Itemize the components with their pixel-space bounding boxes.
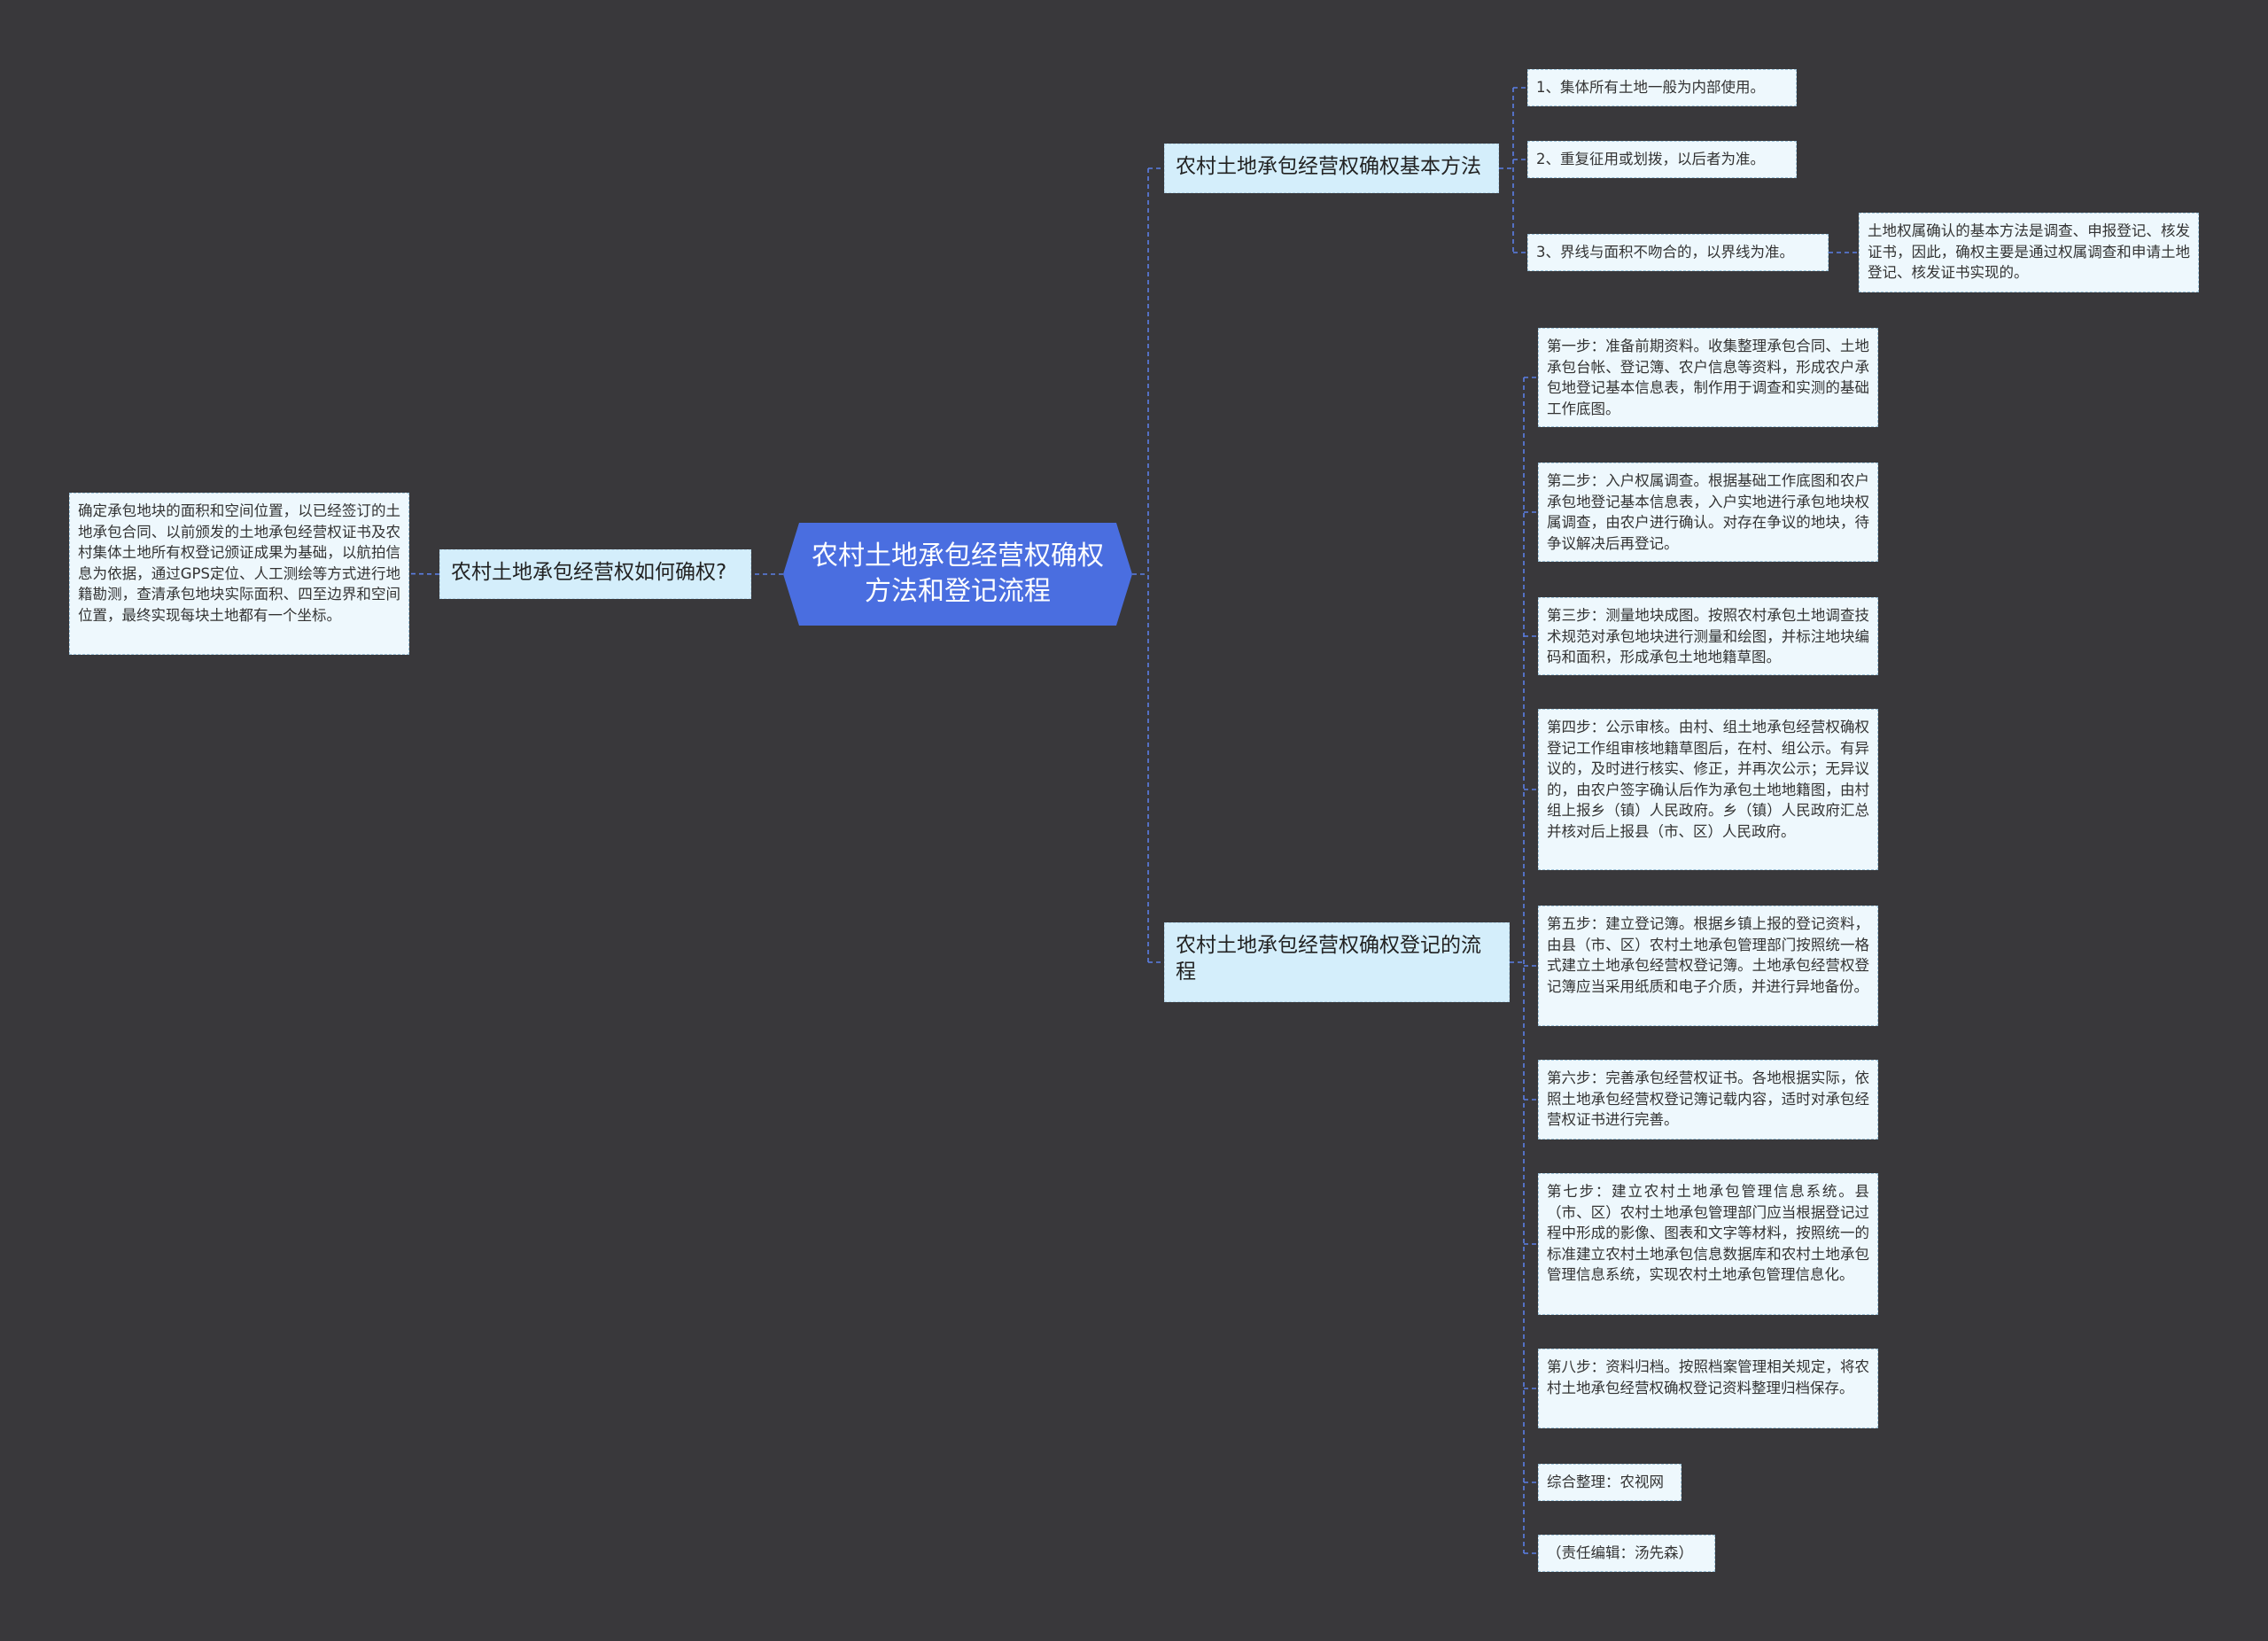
root-topic-label: 农村土地承包经营权确权方法和登记流程	[812, 541, 1104, 607]
process-step[interactable]: 第一步：准备前期资料。收集整理承包合同、土地承包台帐、登记簿、农户信息等资料，形…	[1538, 328, 1878, 427]
method-item[interactable]: 2、重复征用或划拨，以后者为准。	[1527, 141, 1797, 178]
process-step[interactable]: 第三步：测量地块成图。按照农村承包土地调查技术规范对承包地块进行测量和绘图，并标…	[1538, 597, 1878, 675]
leaf-text: 1、集体所有土地一般为内部使用。	[1536, 79, 1765, 96]
leaf-how-to-confirm-detail[interactable]: 确定承包地块的面积和空间位置，以已经签订的土地承包合同、以前颁发的土地承包经营权…	[69, 493, 409, 655]
method-item[interactable]: 1、集体所有土地一般为内部使用。	[1527, 69, 1797, 106]
process-step[interactable]: 综合整理：农视网	[1538, 1464, 1682, 1501]
leaf-text: 综合整理：农视网	[1547, 1474, 1664, 1490]
method-item[interactable]: 3、界线与面积不吻合的，以界线为准。	[1527, 234, 1829, 271]
leaf-text: （责任编辑：汤先森）	[1547, 1544, 1693, 1561]
branch-how-to-confirm[interactable]: 农村土地承包经营权如何确权?	[439, 549, 751, 599]
process-step[interactable]: （责任编辑：汤先森）	[1538, 1535, 1715, 1572]
leaf-text: 土地权属确认的基本方法是调查、申报登记、核发证书，因此，确权主要是通过权属调查和…	[1868, 222, 2190, 281]
branch-label: 农村土地承包经营权确权基本方法	[1176, 155, 1481, 178]
method-note[interactable]: 土地权属确认的基本方法是调查、申报登记、核发证书，因此，确权主要是通过权属调查和…	[1859, 213, 2199, 292]
process-step[interactable]: 第六步：完善承包经营权证书。各地根据实际，依照土地承包经营权登记簿记载内容，适时…	[1538, 1060, 1878, 1139]
leaf-text: 第五步：建立登记簿。根据乡镇上报的登记资料，由县（市、区）农村土地承包管理部门按…	[1547, 915, 1869, 995]
process-step[interactable]: 第七步：建立农村土地承包管理信息系统。县（市、区）农村土地承包管理部门应当根据登…	[1538, 1173, 1878, 1315]
branch-registration-process[interactable]: 农村土地承包经营权确权登记的流程	[1164, 922, 1510, 1002]
leaf-text: 第六步：完善承包经营权证书。各地根据实际，依照土地承包经营权登记簿记载内容，适时…	[1547, 1069, 1869, 1128]
leaf-text: 第四步：公示审核。由村、组土地承包经营权确权登记工作组审核地籍草图后，在村、组公…	[1547, 719, 1869, 840]
leaf-text: 2、重复征用或划拨，以后者为准。	[1536, 151, 1765, 167]
branch-label: 农村土地承包经营权确权登记的流程	[1176, 934, 1481, 984]
leaf-text: 3、界线与面积不吻合的，以界线为准。	[1536, 244, 1794, 261]
leaf-text: 第八步：资料归档。按照档案管理相关规定，将农村土地承包经营权确权登记资料整理归档…	[1547, 1358, 1869, 1396]
leaf-text: 第一步：准备前期资料。收集整理承包合同、土地承包台帐、登记簿、农户信息等资料，形…	[1547, 338, 1869, 417]
leaf-text: 第三步：测量地块成图。按照农村承包土地调查技术规范对承包地块进行测量和绘图，并标…	[1547, 607, 1869, 665]
root-topic[interactable]: 农村土地承包经营权确权方法和登记流程	[783, 523, 1132, 626]
process-step[interactable]: 第八步：资料归档。按照档案管理相关规定，将农村土地承包经营权确权登记资料整理归档…	[1538, 1349, 1878, 1428]
process-step[interactable]: 第四步：公示审核。由村、组土地承包经营权确权登记工作组审核地籍草图后，在村、组公…	[1538, 709, 1878, 870]
process-step[interactable]: 第二步：入户权属调查。根据基础工作底图和农户承包地登记基本信息表，入户实地进行承…	[1538, 463, 1878, 562]
process-step[interactable]: 第五步：建立登记簿。根据乡镇上报的登记资料，由县（市、区）农村土地承包管理部门按…	[1538, 906, 1878, 1026]
connector-left-detail	[408, 572, 440, 575]
leaf-text: 确定承包地块的面积和空间位置，以已经签订的土地承包合同、以前颁发的土地承包经营权…	[78, 502, 400, 624]
leaf-text: 第二步：入户权属调查。根据基础工作底图和农户承包地登记基本信息表，入户实地进行承…	[1547, 472, 1869, 552]
branch-basic-methods[interactable]: 农村土地承包经营权确权基本方法	[1164, 144, 1499, 193]
leaf-text: 第七步：建立农村土地承包管理信息系统。县（市、区）农村土地承包管理部门应当根据登…	[1547, 1183, 1869, 1283]
branch-label: 农村土地承包经营权如何确权?	[451, 561, 727, 584]
